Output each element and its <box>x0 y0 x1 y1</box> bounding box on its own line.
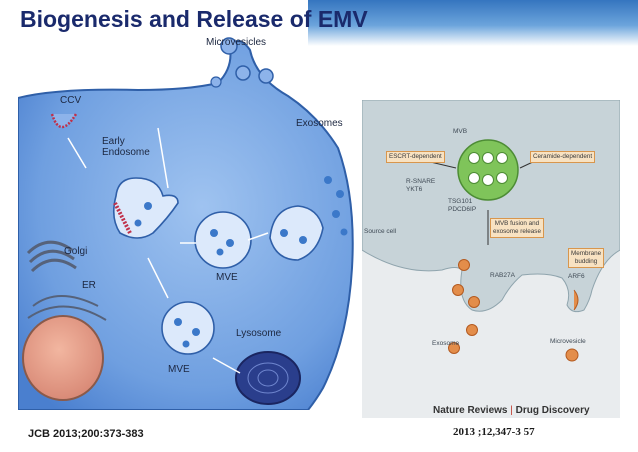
clathrin-coated-vesicle <box>50 113 78 129</box>
membrane-box: Membrane budding <box>568 248 605 268</box>
mve-2 <box>161 301 215 355</box>
tsg-label: TSG101 PDCD6IP <box>448 198 477 213</box>
journal-section: Drug Discovery <box>515 405 590 416</box>
golgi-apparatus <box>26 240 77 273</box>
exosome-label: Exosome <box>432 340 460 347</box>
lysosome <box>235 351 301 405</box>
fusion-box: MVB fusion and exosome release <box>490 218 544 238</box>
source-cell-label: Source cell <box>364 228 397 235</box>
microvesicle-label: Microvesicle <box>550 338 586 345</box>
microvesicle <box>565 348 579 362</box>
lysosome-label: Lysosome <box>236 328 282 339</box>
microvesicle <box>210 76 222 88</box>
ccv-label: CCV <box>60 95 82 106</box>
right-figure: MVB ESCRT-dependent Ceramide-dependent R… <box>361 99 621 418</box>
left-figure: Microvesicles CCV Early Endosome Exosome… <box>17 28 358 411</box>
rab-label: RAB27A <box>490 272 515 279</box>
nucleus <box>22 315 104 401</box>
slide-title: Biogenesis and Release of EMV <box>20 6 368 32</box>
mve-label-1: MVE <box>216 272 238 283</box>
arf6-label: ARF6 <box>568 273 585 280</box>
endoplasmic-reticulum <box>27 295 107 321</box>
mvb-label: MVB <box>453 128 468 135</box>
exosomes-label: Exosomes <box>296 118 343 129</box>
microvesicle <box>220 37 238 55</box>
early-endosome-label: Early Endosome <box>102 136 150 158</box>
microvesicles-label: Microvesicles <box>206 37 267 48</box>
cell-illustration <box>17 37 354 411</box>
ceramide-box: Ceramide-dependent <box>530 151 596 163</box>
title-banner <box>308 0 638 46</box>
golgi-label: Golgi <box>64 246 88 257</box>
journal-separator: | <box>510 405 513 416</box>
rsnare-label: R-SNARE YKT6 <box>406 178 436 193</box>
journal-name: Nature Reviews <box>433 405 508 416</box>
mvb <box>457 139 519 201</box>
journal-brand: Nature Reviews | Drug Discovery <box>433 405 590 416</box>
right-citation: 2013 ;12,347-3 57 <box>453 426 535 438</box>
escrt-box: ESCRT-dependent <box>386 151 445 163</box>
mve-1 <box>194 211 252 269</box>
microvesicle <box>258 68 274 84</box>
microvesicle <box>235 65 251 81</box>
exosomes-group <box>448 259 480 354</box>
fusing-mve <box>269 205 324 261</box>
left-citation: JCB 2013;200:373-383 <box>28 428 144 440</box>
mve-label-2: MVE <box>168 364 190 375</box>
er-label: ER <box>82 280 96 291</box>
